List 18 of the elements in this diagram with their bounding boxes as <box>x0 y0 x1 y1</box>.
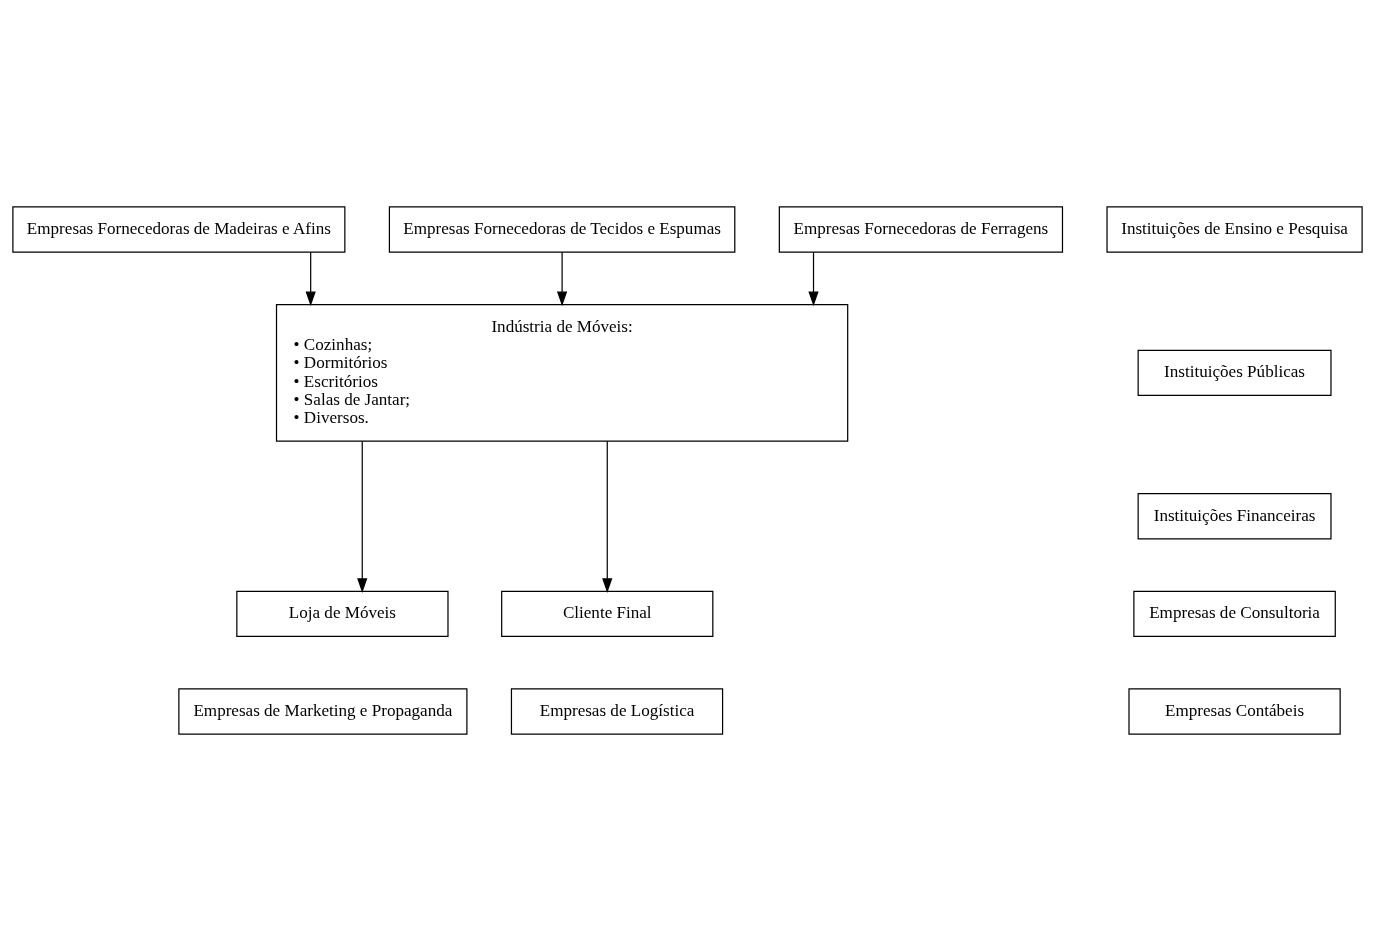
arrow <box>357 440 368 593</box>
arrow <box>602 440 613 593</box>
arrow <box>808 251 819 307</box>
arrow <box>305 251 316 307</box>
node-box: Empresas Fornecedoras de Madeiras e Afins <box>12 206 346 253</box>
node-box: Indústria de Móveis: • Cozinhas; • Dormitórios • Escritórios • Salas de Jantar; • Diversos. <box>275 303 849 442</box>
node-box: Empresas Fornecedoras de Ferragens <box>778 206 1064 253</box>
node-box: Loja de Móveis <box>236 590 449 638</box>
node-box: Instituições Financeiras <box>1137 493 1332 540</box>
node-box: Empresas Contábeis <box>1128 688 1341 735</box>
node-box: Instituições Públicas <box>1137 349 1332 397</box>
arrow <box>556 251 568 307</box>
node-box: Instituições de Ensino e Pesquisa <box>1106 206 1363 253</box>
node-box: Empresas de Logística <box>510 688 724 735</box>
node-box: Empresas de Marketing e Propaganda <box>178 688 468 735</box>
node-box: Empresas de Consultoria <box>1133 590 1336 638</box>
node-box: Cliente Final <box>501 590 714 638</box>
node-box: Empresas Fornecedoras de Tecidos e Espumas <box>388 206 736 253</box>
